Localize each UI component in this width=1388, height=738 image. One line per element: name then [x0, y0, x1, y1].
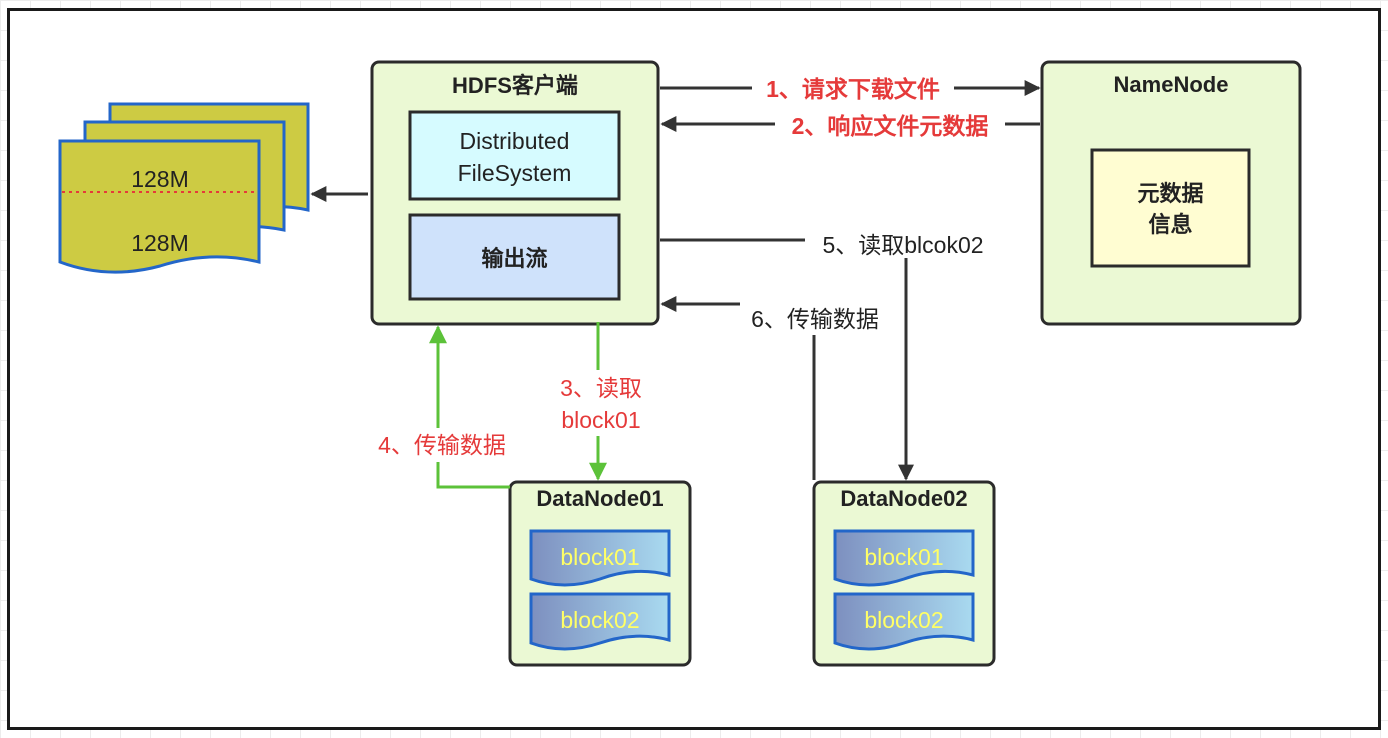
file-stack: 128M 128M: [58, 102, 310, 274]
datanode01-title: DataNode01: [536, 486, 663, 511]
output-stream-label: 输出流: [481, 246, 547, 271]
hdfs-client-box: HDFS客户端 Distributed FileSystem 输出流: [370, 60, 660, 326]
datanode01-box: DataNode01 block01 block02: [508, 480, 692, 667]
distributed-filesystem-box: [408, 110, 621, 201]
client-title: HDFS客户端: [452, 73, 578, 98]
namenode-title: NameNode: [1114, 72, 1229, 97]
namenode-box: NameNode 元数据 信息: [1040, 60, 1302, 326]
step3-label-line2: block01: [561, 407, 640, 433]
step3-label-line1: 3、读取: [560, 375, 642, 401]
step2-label: 2、响应文件元数据: [792, 113, 989, 139]
metadata-box: [1090, 148, 1251, 268]
datanode02-block02-label: block02: [864, 607, 943, 633]
file-bottom-label: 128M: [131, 230, 189, 256]
step6-label: 6、传输数据: [751, 306, 879, 332]
datanode02-block01: [833, 529, 975, 587]
metadata-line2: 信息: [1148, 212, 1192, 237]
datanode01-block01-label: block01: [560, 544, 639, 570]
datanode01-block01: [529, 529, 671, 587]
output-stream-box: [408, 213, 621, 301]
file-page-front: [58, 139, 261, 274]
datanode01-block02: [529, 592, 671, 651]
datanode02-block02: [833, 592, 975, 651]
datanode02-title: DataNode02: [840, 486, 967, 511]
step4-label: 4、传输数据: [378, 432, 506, 458]
datanode02-box: DataNode02 block01 block02: [812, 480, 996, 667]
metadata-line1: 元数据: [1137, 181, 1203, 206]
file-top-label: 128M: [131, 166, 189, 192]
datanode01-block02-label: block02: [560, 607, 639, 633]
step1-label: 1、请求下载文件: [766, 76, 940, 102]
dfs-line1: Distributed: [460, 128, 570, 154]
datanode02-block01-label: block01: [864, 544, 943, 570]
dfs-line2: FileSystem: [458, 160, 572, 186]
step5-label: 5、读取blcok02: [822, 232, 983, 258]
arrow-step4: [429, 325, 510, 489]
